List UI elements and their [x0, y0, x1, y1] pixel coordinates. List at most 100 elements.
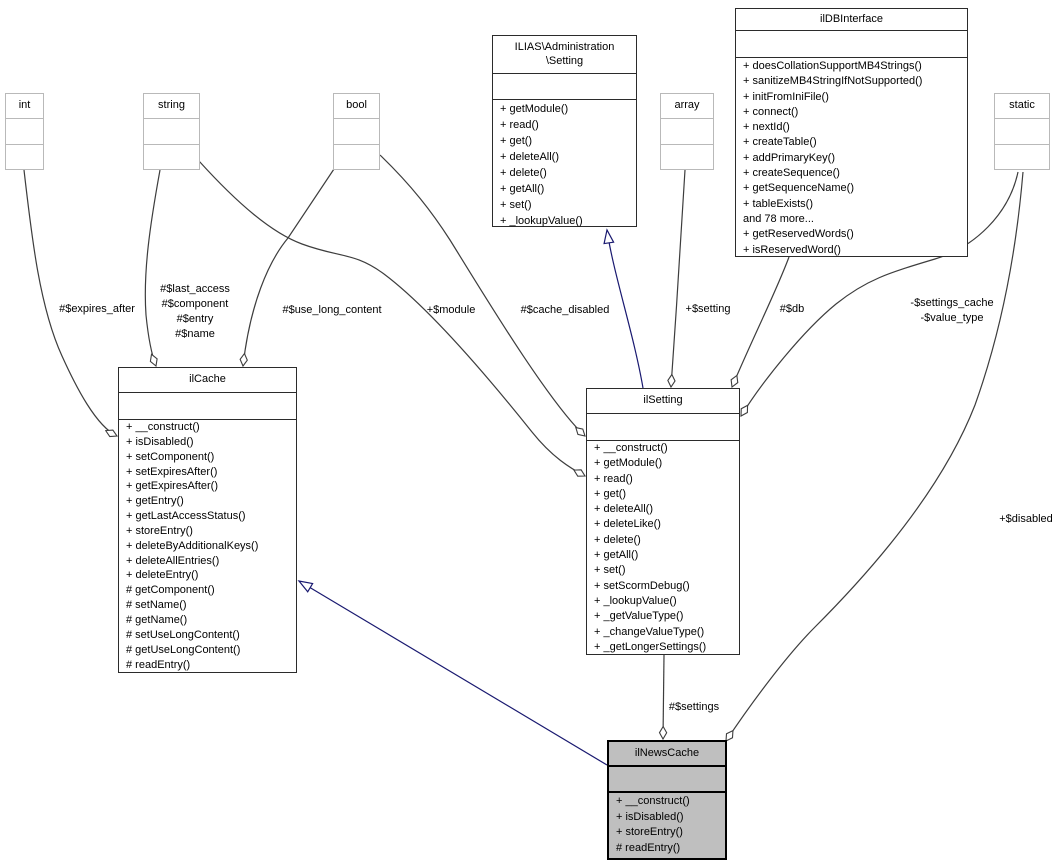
edge-label-cache-disabled: #$cache_disabled	[520, 304, 610, 316]
method-item: and 78 more...	[743, 212, 814, 225]
node-ildbinterface[interactable]: ilDBInterface + doesCollationSupportMB4S…	[735, 8, 968, 257]
edge-ilsetting-to-ilnewscache-aggregation	[663, 654, 664, 739]
node-ilnewscache: ilNewsCache + __construct() + isDisabled…	[607, 740, 727, 860]
node-int: int	[5, 93, 44, 170]
method-item: + addPrimaryKey()	[743, 151, 836, 164]
method-item: # setName()	[126, 599, 187, 612]
method-item: # getComponent()	[126, 584, 215, 597]
node-array-title: array	[661, 94, 713, 119]
method-item: # setUseLongContent()	[126, 628, 240, 641]
methods-compartment: + __construct() + isDisabled() + setComp…	[119, 420, 296, 672]
node-string-empty-compartment	[144, 145, 199, 169]
method-item: + createTable()	[743, 136, 817, 149]
method-item: + __construct()	[126, 421, 200, 433]
node-static-empty-compartment	[995, 119, 1049, 145]
edge-ilnewscache-inherits-ilcache	[297, 580, 608, 766]
method-item: + getModule()	[594, 457, 663, 470]
method-item: + deleteByAdditionalKeys()	[126, 539, 259, 552]
node-ildbinterface-title: ilDBInterface	[736, 9, 967, 31]
method-item: + __construct()	[594, 442, 668, 454]
edge-label-name: #$name	[175, 328, 215, 340]
method-item: + setComponent()	[126, 450, 215, 463]
method-item: + initFromIniFile()	[743, 90, 829, 103]
method-item: + getModule()	[500, 103, 569, 115]
method-item: + deleteAll()	[594, 503, 654, 516]
method-item: + delete()	[594, 533, 641, 546]
method-item: + isDisabled()	[616, 810, 684, 823]
method-item: + connect()	[743, 105, 799, 118]
edge-bool-to-ilcache-aggregation	[243, 168, 335, 366]
method-item: + isReservedWord()	[743, 243, 841, 256]
method-item: + delete()	[500, 167, 547, 179]
method-item: + getAll()	[500, 183, 545, 195]
edge-bool-to-ilsetting-aggregation	[379, 154, 585, 436]
method-item: + storeEntry()	[616, 826, 683, 838]
method-item: + _getLongerSettings()	[594, 640, 707, 653]
method-item: + deleteEntry()	[126, 569, 199, 582]
method-item: + sanitizeMB4StringIfNotSupported()	[743, 75, 923, 88]
node-ilcache[interactable]: ilCache + __construct() + isDisabled() +…	[118, 367, 297, 673]
edge-ildbinterface-to-ilsetting-aggregation	[732, 256, 790, 387]
method-item: # getUseLongContent()	[126, 643, 241, 656]
method-item: + getEntry()	[126, 495, 184, 508]
method-item: + _getValueType()	[594, 610, 684, 623]
method-item: + read()	[594, 472, 633, 485]
method-item: + set()	[594, 564, 626, 577]
method-item: + deleteAllEntries()	[126, 554, 220, 567]
method-item: + setExpiresAfter()	[126, 465, 218, 478]
empty-attributes-compartment	[119, 393, 296, 420]
node-string: string	[143, 93, 200, 170]
method-item: + doesCollationSupportMB4Strings()	[743, 60, 922, 72]
methods-compartment: + getModule() + read() + get() + deleteA…	[493, 100, 636, 229]
edge-label-db: #$db	[779, 303, 805, 315]
method-item: # readEntry()	[126, 658, 191, 671]
method-item: + nextId()	[743, 121, 790, 134]
edge-label-settings: #$settings	[668, 701, 720, 713]
empty-attributes-compartment	[736, 31, 967, 58]
edge-label-expires-after: #$expires_after	[59, 303, 135, 315]
edge-label-entry: #$entry	[176, 313, 214, 325]
node-ilsetting-title: ilSetting	[587, 389, 739, 414]
node-int-empty-compartment	[6, 119, 43, 145]
title-line-2: \Setting	[545, 54, 584, 67]
method-item: + set()	[500, 199, 532, 211]
method-item: + setScormDebug()	[594, 579, 690, 592]
edge-label-settings-cache: -$settings_cache	[910, 297, 994, 309]
title-line-1: ILIAS\Administration	[514, 41, 615, 54]
node-string-title: string	[144, 94, 199, 119]
node-ilnewscache-title: ilNewsCache	[609, 742, 725, 767]
method-item: + getLastAccessStatus()	[126, 510, 246, 523]
edge-static-to-ilnewscache-aggregation	[726, 171, 1024, 741]
empty-attributes-compartment	[493, 74, 636, 100]
node-ilias-administration-setting[interactable]: ILIAS\Administration \Setting + getModul…	[492, 35, 637, 227]
method-item: + __construct()	[616, 795, 690, 807]
empty-attributes-compartment	[609, 767, 725, 793]
node-bool-empty-compartment	[334, 145, 379, 169]
node-array-empty-compartment	[661, 119, 713, 145]
edge-label-component: #$component	[161, 298, 229, 310]
method-item: + get()	[500, 135, 533, 147]
edge-string-to-ilcache-aggregation	[144, 169, 161, 366]
methods-compartment: + doesCollationSupportMB4Strings() + san…	[736, 58, 967, 258]
node-array: array	[660, 93, 714, 170]
method-item: + getReservedWords()	[743, 228, 854, 241]
node-static-empty-compartment	[995, 145, 1049, 169]
method-item: + isDisabled()	[126, 435, 194, 448]
edge-array-to-ilsetting-aggregation	[671, 169, 686, 387]
method-item: + tableExists()	[743, 197, 813, 210]
node-ilsetting[interactable]: ilSetting + __construct() + getModule() …	[586, 388, 740, 655]
methods-compartment: + __construct() + isDisabled() + storeEn…	[609, 793, 725, 856]
method-item: + createSequence()	[743, 167, 840, 180]
edge-label-last-access: #$last_access	[160, 283, 230, 295]
edge-label-use-long-content: #$use_long_content	[282, 304, 382, 316]
node-bool-empty-compartment	[334, 119, 379, 145]
edge-string-to-ilsetting-aggregation	[198, 160, 585, 476]
edge-static-to-ilsetting-aggregation	[741, 171, 1019, 416]
node-bool-title: bool	[334, 94, 379, 119]
method-item: # getName()	[126, 613, 188, 626]
node-int-empty-compartment	[6, 145, 43, 169]
edge-label-setting: +$setting	[685, 303, 731, 315]
method-item: + get()	[594, 487, 627, 500]
method-item: + _lookupValue()	[500, 215, 583, 227]
